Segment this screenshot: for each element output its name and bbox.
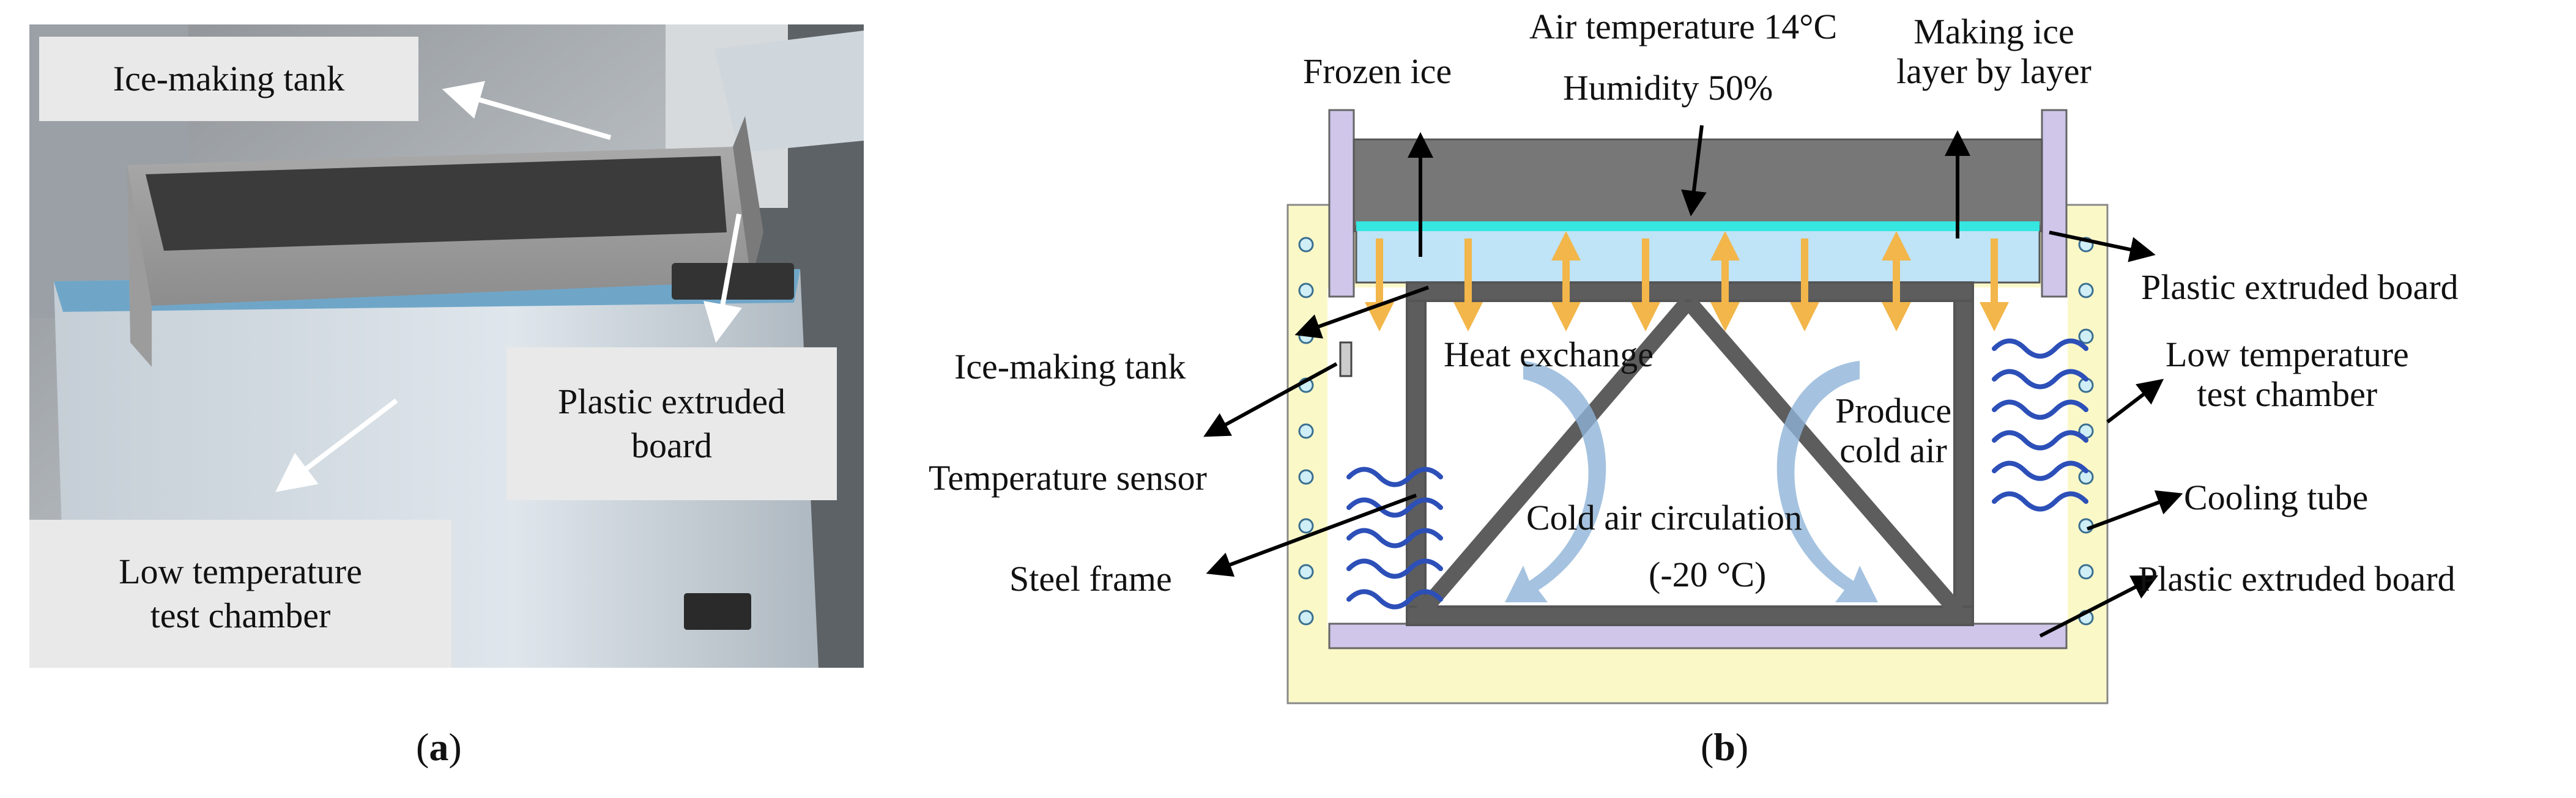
schematic-diagram <box>1203 109 2183 704</box>
label-making-ice: Making ice layer by layer <box>1896 12 2092 91</box>
label-ice-making-tank: Ice-making tank <box>39 37 418 121</box>
label-steel-frame: Steel frame <box>1009 559 1172 599</box>
label-humidity: Humidity 50% <box>1563 68 1773 108</box>
label-heat-exchange: Heat exchange <box>1444 334 1654 374</box>
label-low-temperature-test-chamber: Low temperature test chamber <box>29 520 451 668</box>
label-plastic-extruded-board: Plastic extruded board <box>507 347 837 500</box>
ice-layer <box>1356 221 2040 231</box>
label-produce-cold-air: Produce cold air <box>1835 391 1952 470</box>
circulation-arrow-right <box>1776 361 1878 602</box>
caption-b: (b) <box>1701 725 1749 769</box>
plastic-board-right <box>2041 109 2068 298</box>
arrow-ice-tank <box>1294 286 1430 339</box>
label-air-temperature: Air temperature 14°C <box>1529 7 1838 46</box>
label-cold-air-circulation: Cold air circulation <box>1526 498 1802 538</box>
arrow-low-temp-chamber <box>2106 379 2164 424</box>
heat-exchange-arrows-up <box>1551 231 1911 294</box>
steel-frame <box>1406 281 1974 626</box>
annotation-arrows <box>1203 125 2183 638</box>
cold-air-waves-right <box>1992 338 2088 512</box>
label-ice-making-tank: Ice-making tank <box>954 347 1186 386</box>
arrow-plastic-board-bottom <box>2039 575 2159 638</box>
arrow-air-humidity <box>1681 125 1707 216</box>
plastic-board-bottom <box>1328 623 2068 649</box>
arrow-to-chamber <box>275 398 398 492</box>
arrow-to-board <box>703 213 742 343</box>
caption-a: (a) <box>416 725 462 769</box>
circulation-arrow-left <box>1505 361 1606 602</box>
label-plastic-board-top: Plastic extruded board <box>2141 267 2459 307</box>
label-plastic-board-bottom: Plastic extruded board <box>2138 559 2455 599</box>
arrow-steel-frame <box>1206 493 1417 577</box>
label-low-temp-chamber: Low temperature test chamber <box>2166 334 2409 414</box>
label-temperature-sensor: Temperature sensor <box>929 458 1207 498</box>
label-cooling-tube: Cooling tube <box>2184 478 2369 517</box>
arrow-temp-sensor <box>1203 362 1338 437</box>
water-layer <box>1355 225 2041 284</box>
panel-a: Ice-making tank Plastic extruded board L… <box>29 24 864 668</box>
panel-b: Frozen ice Air temperature 14°C Humidity… <box>918 0 2576 798</box>
steel-frame-diagonals <box>1416 297 1964 617</box>
arrow-cooling-tube <box>2086 490 2183 531</box>
plastic-board-left <box>1328 109 1355 298</box>
arrow-to-tank <box>442 81 612 140</box>
cold-air-waves-left <box>1346 467 1443 610</box>
arrow-plastic-board-top <box>2049 231 2156 262</box>
label-frozen-ice: Frozen ice <box>1303 51 1452 91</box>
temperature-sensor <box>1339 341 1353 377</box>
label-cold-air-temp: (-20 °C) <box>1649 555 1767 594</box>
photo-arrows <box>275 81 742 492</box>
